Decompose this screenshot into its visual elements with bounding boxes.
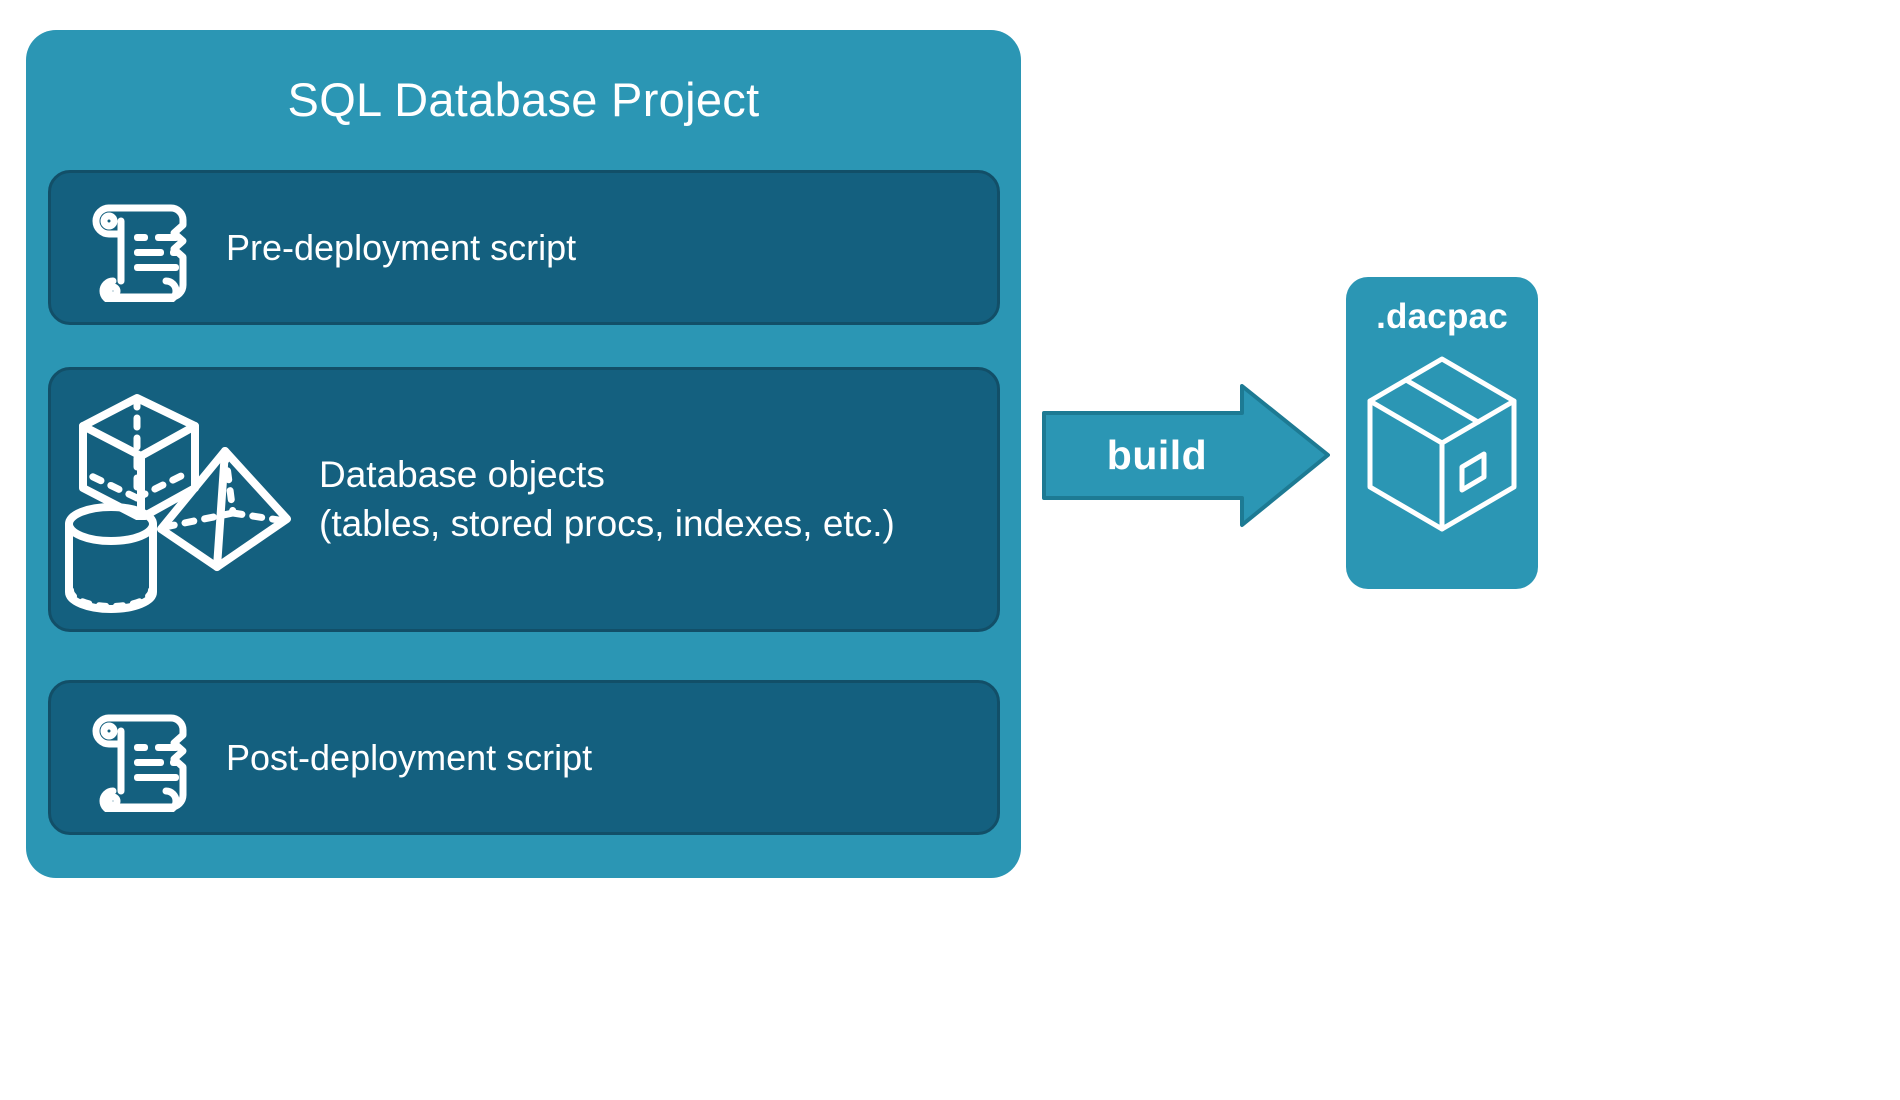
post-deployment-label-wrap: Post-deployment script [226, 734, 997, 782]
database-objects-label-line1: Database objects [319, 453, 605, 495]
project-title: SQL Database Project [287, 73, 760, 126]
build-arrow-icon [1042, 384, 1330, 527]
scroll-icon [92, 204, 186, 302]
dacpac-output-panel: .dacpac [1346, 277, 1538, 589]
database-objects-icon-group [51, 370, 319, 629]
pyramid-icon [157, 447, 291, 571]
cylinder-icon [65, 503, 157, 613]
post-deployment-icon-group [51, 704, 226, 812]
post-deployment-label: Post-deployment script [226, 736, 593, 778]
scroll-icon [92, 714, 186, 812]
card-post-deployment[interactable]: Post-deployment script [48, 680, 1000, 835]
pre-deployment-label-wrap: Pre-deployment script [226, 224, 997, 272]
pre-deployment-label: Pre-deployment script [226, 226, 577, 268]
card-pre-deployment[interactable]: Pre-deployment script [48, 170, 1000, 325]
database-objects-label-line2: (tables, stored procs, indexes, etc.) [319, 502, 895, 544]
dacpac-title: .dacpac [1376, 297, 1508, 336]
sql-database-project-panel: SQL Database Project [26, 30, 1021, 878]
database-objects-label-wrap: Database objects (tables, stored procs, … [319, 451, 997, 549]
card-database-objects[interactable]: Database objects (tables, stored procs, … [48, 367, 1000, 632]
pre-deployment-icon-group [51, 194, 226, 302]
package-box-icon [1367, 356, 1517, 532]
